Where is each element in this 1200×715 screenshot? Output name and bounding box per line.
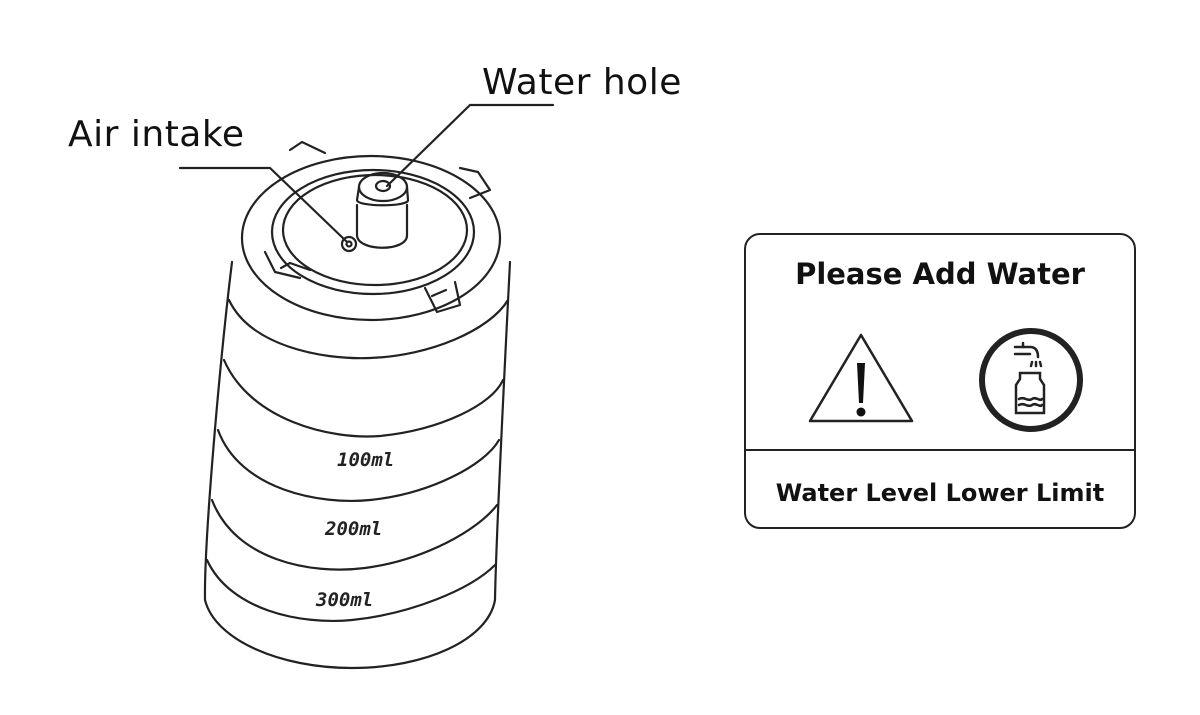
- water-spout: [355, 171, 410, 249]
- panel-title: Please Add Water: [795, 257, 1085, 291]
- tank-cap: [240, 140, 502, 322]
- panel-footer-label: Water Level Lower Limit: [775, 479, 1105, 507]
- scale-mark-200: 200ml: [324, 518, 382, 540]
- air-intake-label: Air intake: [68, 114, 245, 155]
- water-hole-label: Water hole: [482, 62, 682, 103]
- warning-triangle-icon: [808, 333, 914, 423]
- tank-body: [203, 260, 512, 670]
- scale-mark-100: 100ml: [337, 449, 394, 471]
- air-intake-leader-line: [178, 166, 348, 243]
- tap-and-bottle-icon: [979, 328, 1083, 432]
- water-hole-leader-line: [385, 103, 555, 188]
- panel-divider: [746, 449, 1134, 451]
- air-intake-hole: [340, 235, 358, 253]
- scale-mark-300: 300ml: [315, 589, 373, 611]
- water-warning-panel: Please Add Water Water Level Lower Limit: [744, 233, 1136, 529]
